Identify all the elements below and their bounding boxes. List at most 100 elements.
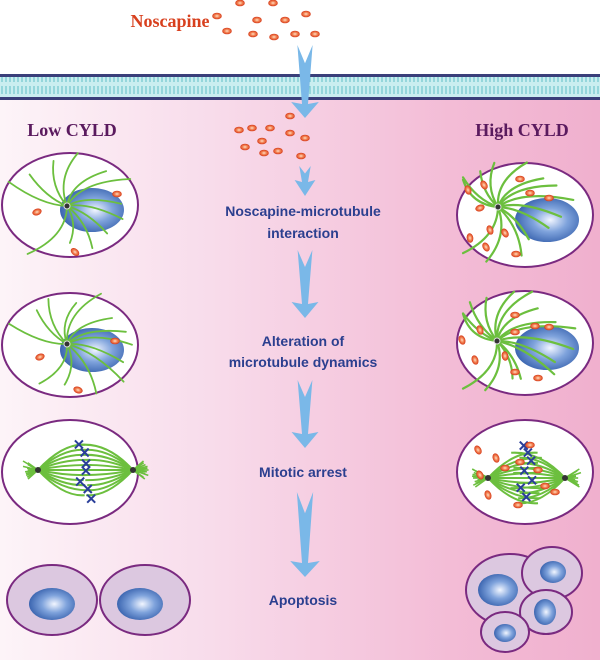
microtubule <box>66 329 127 345</box>
microtubule <box>489 161 500 209</box>
noscapine-particle <box>259 149 269 157</box>
chromosome <box>526 456 536 466</box>
arrow-icon <box>291 250 319 318</box>
noscapine-particle <box>486 225 494 235</box>
apoptotic-body <box>480 611 530 653</box>
noscapine-particle <box>265 124 275 132</box>
interphase-cell <box>456 161 594 268</box>
noscapine-particle <box>492 453 500 463</box>
noscapine-particle <box>466 233 474 243</box>
microtubule <box>52 160 68 207</box>
nucleus <box>540 561 566 583</box>
noscapine-particle <box>234 126 244 134</box>
microtubule <box>66 343 98 395</box>
noscapine-particle <box>248 30 258 38</box>
microtubule <box>461 339 499 390</box>
noscapine-particle <box>501 228 509 238</box>
nucleus <box>117 588 163 620</box>
microtubule <box>66 204 124 220</box>
microtubule <box>496 203 563 218</box>
nucleus <box>515 198 579 242</box>
microtubule <box>8 322 68 345</box>
noscapine-particle <box>285 129 295 137</box>
noscapine-particle <box>484 490 492 500</box>
microtubule <box>495 290 534 343</box>
microtubule <box>35 309 68 345</box>
chromosome <box>81 458 91 469</box>
microtubule <box>66 343 125 383</box>
spindle-microtubule <box>37 469 85 497</box>
noscapine-particle <box>482 242 490 252</box>
noscapine-particle <box>464 185 472 195</box>
chromosome <box>81 465 91 476</box>
chromosome <box>86 494 96 504</box>
noscapine-particle <box>475 204 485 212</box>
noscapine-particle <box>515 175 525 183</box>
noscapine-particle <box>515 458 525 466</box>
noscapine-particle <box>32 208 42 216</box>
noscapine-particle <box>257 137 267 145</box>
noscapine-particle <box>235 0 245 7</box>
chromosome <box>519 465 530 476</box>
noscapine-particle <box>533 466 543 474</box>
microtubule <box>28 173 68 207</box>
noscapine-particle <box>500 464 510 472</box>
noscapine-particle <box>510 368 520 376</box>
noscapine-particle <box>530 322 540 330</box>
microtubule <box>66 199 122 207</box>
microtubule <box>63 343 73 386</box>
nucleus <box>478 574 518 606</box>
interphase-cell <box>456 290 594 396</box>
noscapine-particle <box>544 323 554 331</box>
centrosome <box>493 337 501 345</box>
noscapine-particle <box>280 16 290 24</box>
noscapine-particle <box>511 250 521 258</box>
noscapine-particle <box>544 194 554 202</box>
noscapine-particle <box>212 12 222 20</box>
noscapine-particle <box>310 30 320 38</box>
centrosome <box>63 340 71 348</box>
apoptotic-cell <box>99 564 191 636</box>
microtubule <box>496 205 523 257</box>
noscapine-particle <box>252 16 262 24</box>
noscapine-particle <box>70 248 80 256</box>
mitotic-cell <box>456 419 594 525</box>
arrow-icon <box>291 45 319 118</box>
microtubule <box>47 298 68 345</box>
noscapine-particle <box>513 501 523 509</box>
microtubule <box>495 325 577 343</box>
noscapine-particle <box>73 386 83 394</box>
microtubule <box>485 205 503 263</box>
noscapine-particle <box>296 152 306 160</box>
step-1-line-2: interaction <box>267 225 339 241</box>
noscapine-particle <box>458 335 466 345</box>
chromosome <box>515 482 526 493</box>
interphase-cell <box>1 152 139 258</box>
microtubule <box>62 152 79 207</box>
pathway-arrows <box>290 45 320 577</box>
centrosome <box>494 203 502 211</box>
arrow-icon <box>294 166 316 196</box>
noscapine-particle <box>476 325 484 335</box>
noscapine-particle <box>480 180 488 190</box>
noscapine-particle <box>240 143 250 151</box>
centrosome <box>485 475 491 481</box>
nucleus <box>29 588 75 620</box>
microtubule <box>66 317 113 345</box>
chromosome <box>74 439 84 450</box>
step-1-line-1: Noscapine-microtubule <box>225 203 381 219</box>
noscapine-particle <box>533 374 543 382</box>
microtubule <box>496 161 528 209</box>
noscapine-particles <box>212 0 320 160</box>
noscapine-particle <box>471 355 479 365</box>
microtubule <box>66 170 108 207</box>
noscapine-particle <box>510 328 520 336</box>
microtubule <box>484 296 499 343</box>
apoptotic-body <box>521 546 583 600</box>
noscapine-particle <box>550 488 560 496</box>
noscapine-particle <box>285 112 295 120</box>
noscapine-particle <box>247 124 257 132</box>
noscapine-particle <box>268 0 278 7</box>
